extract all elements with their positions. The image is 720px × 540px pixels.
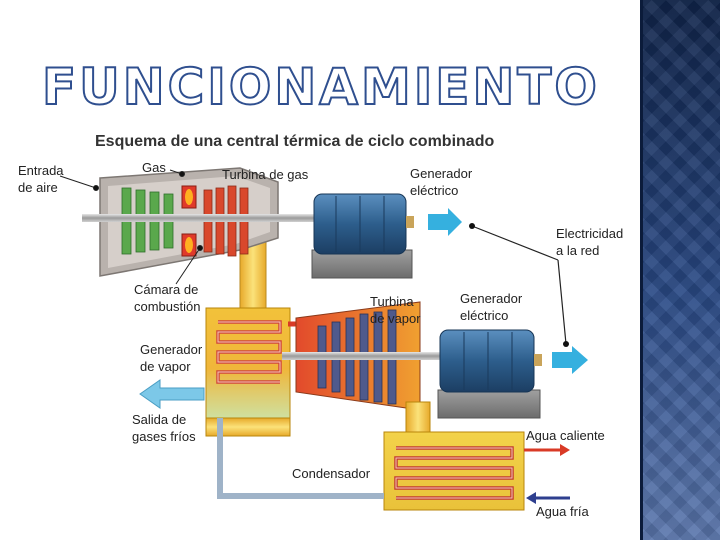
side-band-edge <box>640 0 643 540</box>
label-condenser: Condensador <box>292 466 371 481</box>
label-generator1-line2: eléctrico <box>410 183 458 198</box>
label-combustion-chamber-line1: Cámara de <box>134 282 198 297</box>
label-gas-turbine: Turbina de gas <box>222 167 309 182</box>
label-steam-generator-line1: Generador <box>140 342 203 357</box>
diagram-title: Esquema de una central térmica de ciclo … <box>95 133 494 150</box>
label-hot-water: Agua caliente <box>526 428 605 443</box>
grid-connection-line <box>469 223 569 347</box>
label-combustion-chamber-line2: combustión <box>134 299 200 314</box>
steam-generator <box>206 308 290 436</box>
label-steam-generator-line2: de vapor <box>140 359 191 374</box>
label-air-inlet-line2: de aire <box>18 180 58 195</box>
hot-water-arrow <box>524 444 570 456</box>
power-plant-diagram: Esquema de una central térmica de ciclo … <box>0 0 640 540</box>
label-generator2-line1: Generador <box>460 291 523 306</box>
label-cold-gas-outlet-line1: Salida de <box>132 412 186 427</box>
label-air-inlet-line1: Entrada <box>18 163 64 178</box>
condenser <box>384 432 524 510</box>
label-electricity-line1: Electricidad <box>556 226 623 241</box>
label-cold-water: Agua fría <box>536 504 590 519</box>
electric-generator-1 <box>312 194 462 278</box>
label-electricity-line2: a la red <box>556 243 599 258</box>
label-cold-gas-outlet-line2: gases fríos <box>132 429 196 444</box>
shaft-steam-turbine <box>282 352 452 360</box>
label-generator2-line2: eléctrico <box>460 308 508 323</box>
label-gas: Gas <box>142 160 166 175</box>
label-steam-turbine-line2: de vapor <box>370 311 421 326</box>
decorative-side-band <box>640 0 720 540</box>
label-generator1-line1: Generador <box>410 166 473 181</box>
label-steam-turbine-line1: Turbina <box>370 294 414 309</box>
shaft-gas-turbine <box>82 214 322 222</box>
cold-water-arrow <box>526 492 570 504</box>
cold-exhaust-arrow <box>140 380 204 408</box>
exhaust-steam-pipe <box>406 402 430 432</box>
